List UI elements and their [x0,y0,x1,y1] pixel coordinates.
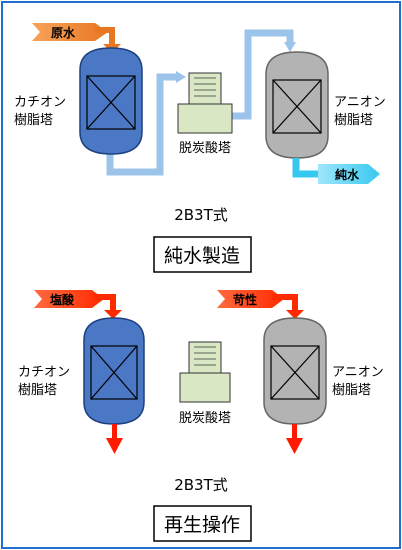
inlet-tag: 原水 [32,23,121,53]
anion-tower [265,51,329,159]
purification-title-box [153,236,252,273]
pipe-cation-to-decarb [106,73,176,176]
purification-system-label: 2B3T式 [174,206,228,224]
regen-anion-label-line2: 樹脂塔 [332,383,371,398]
inlet-label: 原水 [51,25,76,40]
cation-tower-label-line1: カチオン [14,95,66,110]
regeneration-system-label: 2B3T式 [174,476,228,494]
acid-label: 塩酸 [50,292,75,307]
acid-tag: 塩酸 [34,290,122,319]
regen-decarbonation-label: 脱炭酸塔 [179,411,231,426]
regeneration-title-box [153,505,252,542]
regen-anion-label-line1: アニオン [332,365,384,380]
regeneration-title: 再生操作 [164,514,240,536]
regen-cation-label-line1: カチオン [18,365,70,380]
caustic-label: 苛性 [233,292,257,307]
caustic-tag: 苛性 [217,290,304,319]
decarbonation-tower [177,72,233,134]
purification-title: 純水製造 [164,245,240,267]
cation-drain-arrow [106,424,123,454]
cation-tower-label-line2: 樹脂塔 [14,113,53,128]
outlet-tag: 純水 [292,158,380,184]
anion-tower-label-line2: 樹脂塔 [334,113,373,128]
pipe-decarb-to-anion [232,29,294,120]
regen-cation-tower [83,317,145,425]
regen-cation-label-line2: 樹脂塔 [18,383,57,398]
anion-drain-arrow [286,424,303,454]
decarbonation-label: 脱炭酸塔 [179,141,231,156]
regen-decarbonation-tower [179,341,231,403]
cation-tower [79,47,143,155]
anion-tower-label-line1: アニオン [334,95,386,110]
regen-anion-tower [263,317,327,425]
outlet-label: 純水 [335,167,360,182]
